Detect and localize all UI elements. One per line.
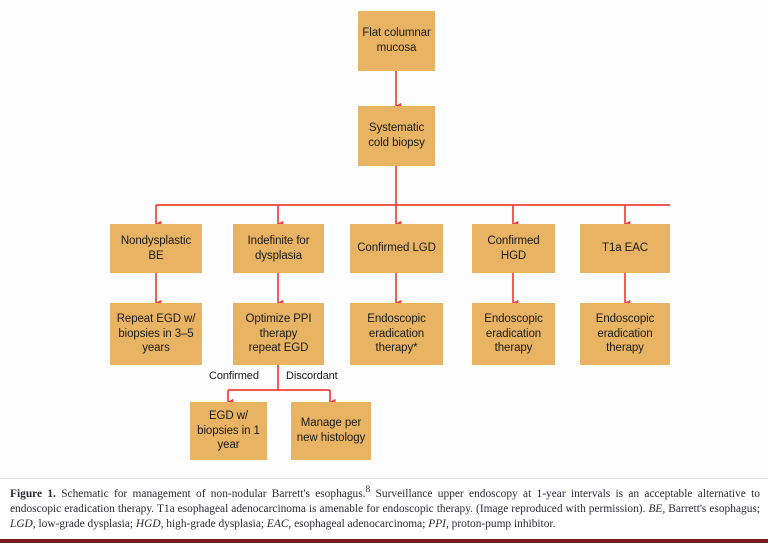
caption-divider [0,478,768,479]
figure-caption: Figure 1. Schematic for management of no… [10,484,760,532]
abbr-def-hgd: high-grade dysplasia; [163,517,267,530]
abbr-def-be: Barrett's esophagus; [665,502,760,515]
node-endoscopic-eradication-therapy-lgd[interactable]: Endoscopic eradication therapy* [350,303,443,365]
abbr-def-eac: esophageal adenocarcinoma; [291,517,429,530]
node-endoscopic-eradication-therapy-hgd[interactable]: Endoscopic eradication therapy [472,303,555,365]
abbr-def-lgd: low-grade dysplasia; [35,517,136,530]
abbr-term-lgd: LGD, [10,517,36,530]
node-optimize-ppi-repeat-egd[interactable]: Optimize PPI therapy repeat EGD [233,303,324,365]
node-confirmed-hgd[interactable]: Confirmed HGD [472,224,555,273]
node-egd-biopsies-1-year[interactable]: EGD w/ biopsies in 1 year [190,402,267,460]
node-systematic-cold-biopsy[interactable]: Systematic cold biopsy [358,106,435,166]
node-nondysplastic-be[interactable]: Nondysplastic BE [110,224,202,273]
figure-number: Figure 1. [10,487,56,500]
node-confirmed-lgd[interactable]: Confirmed LGD [350,224,443,273]
abbr-def-ppi: proton-pump inhibitor. [448,517,556,530]
edge-label-confirmed: Confirmed [209,370,259,382]
node-indefinite-for-dysplasia[interactable]: Indefinite for dysplasia [233,224,324,273]
abbr-term-hgd: HGD, [135,517,164,530]
node-repeat-egd-3-5-years[interactable]: Repeat EGD w/ biopsies in 3–5 years [110,303,202,365]
abbr-term-ppi: PPI, [428,517,449,530]
node-t1a-eac[interactable]: T1a EAC [580,224,670,273]
flowchart-canvas: Flat columnar mucosa Systematic cold bio… [110,11,670,460]
edge-label-discordant: Discordant [286,370,338,382]
page-bottom-rule [0,539,768,543]
abbr-term-eac: EAC, [266,517,292,530]
caption-sentence-2: Surveillance upper endoscopy at 1-year i… [10,487,760,515]
node-endoscopic-eradication-therapy-eac[interactable]: Endoscopic eradication therapy [580,303,670,365]
abbr-term-be: BE, [648,502,666,515]
node-manage-per-new-histology[interactable]: Manage per new histology [291,402,371,460]
caption-reference-marker: 8 [365,485,371,495]
caption-sentence-1: Schematic for management of non-nodular … [55,487,366,500]
node-flat-columnar-mucosa[interactable]: Flat columnar mucosa [358,11,435,71]
